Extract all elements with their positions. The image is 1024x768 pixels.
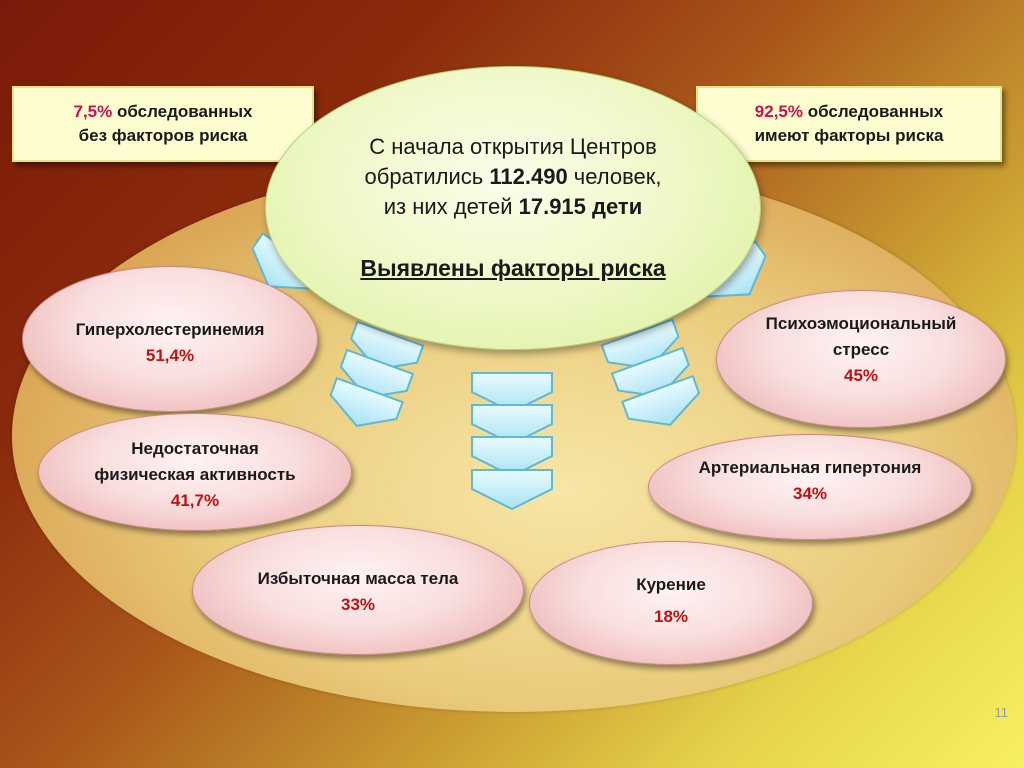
no-risk-line1-rest: обследованных <box>112 102 253 121</box>
has-risk-line1-rest: обследованных <box>802 102 944 121</box>
factor-physical-inactivity: Недостаточная физическая активность 41,7… <box>38 413 352 531</box>
factor-name-line2: физическая активность <box>94 465 296 484</box>
center-line2-post: человек, <box>567 164 662 189</box>
factor-name: Гиперхолестеринемия <box>75 320 265 339</box>
page-number: 11 <box>994 705 1009 720</box>
center-line3-pre: из них детей <box>383 194 519 219</box>
has-risk-percent: 92,5% <box>754 102 803 121</box>
center-line3: из них детей 17.915 дети <box>266 191 760 223</box>
factor-value: 45% <box>843 366 879 385</box>
no-risk-percent: 7,5% <box>73 102 113 121</box>
center-line1: С начала открытия Центров <box>369 134 657 159</box>
factor-psychoemotional-stress: Психоэмоциональный стресс 45% <box>716 290 1006 428</box>
center-line2-pre: обратились <box>364 164 490 189</box>
factor-value: 33% <box>340 595 376 614</box>
has-risk-factors-box: 92,5% обследованных имеют факторы риска <box>696 86 1002 162</box>
has-risk-line2: имеют факторы риска <box>754 126 944 145</box>
factor-value: 51,4% <box>145 346 195 365</box>
factor-name: Курение <box>636 575 706 594</box>
factor-name: Избыточная масса тела <box>257 569 459 588</box>
down-chevron-icon <box>471 372 553 511</box>
factor-name: Артериальная гипертония <box>698 458 922 477</box>
factor-name-line1: Психоэмоциональный <box>765 314 957 333</box>
factor-smoking: Курение 18% <box>529 541 813 665</box>
has-risk-line1: 92,5% обследованных <box>698 100 1000 124</box>
factor-value: 34% <box>792 484 828 503</box>
factor-value: 41,7% <box>170 491 220 510</box>
down-left-chevron-icon <box>329 320 425 427</box>
factor-excess-weight: Избыточная масса тела 33% <box>192 525 524 655</box>
factor-hypertension: Артериальная гипертония 34% <box>648 434 972 540</box>
no-risk-line1: 7,5% обследованных <box>14 100 312 124</box>
visitors-count: 112.490 <box>489 164 568 189</box>
factor-name-line1: Недостаточная <box>131 439 259 458</box>
down-right-chevron-icon <box>600 318 701 426</box>
no-risk-factors-box: 7,5% обследованных без факторов риска <box>12 86 314 162</box>
no-risk-line2: без факторов риска <box>78 126 248 145</box>
factor-value: 18% <box>653 607 689 626</box>
factor-name-line2: стресс <box>832 340 890 359</box>
children-count: 17.915 дети <box>518 194 643 219</box>
center-summary-oval: С начала открытия Центров обратились 112… <box>265 66 761 350</box>
center-title: Выявлены факторы риска <box>360 255 666 281</box>
center-line2: обратились 112.490 человек, <box>266 161 760 193</box>
factor-hypercholesterolemia: Гиперхолестеринемия 51,4% <box>22 266 318 412</box>
